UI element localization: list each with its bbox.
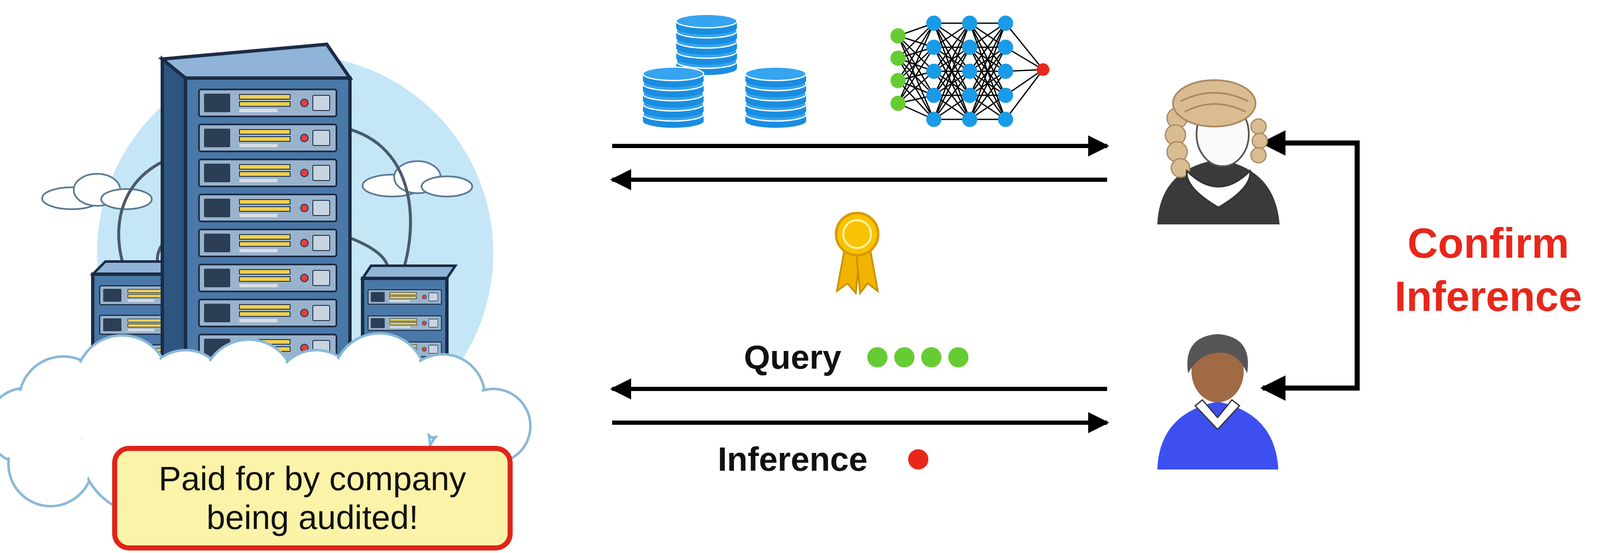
- network-neuron: [962, 87, 978, 103]
- network-neuron: [890, 28, 906, 44]
- data-dots-part: [894, 346, 915, 368]
- network-neuron: [962, 39, 978, 55]
- network-link: [969, 47, 1006, 120]
- arrows: [612, 142, 1360, 423]
- neural-network-icon: [890, 15, 1050, 127]
- arrows-part: [612, 420, 1108, 425]
- data-dots: [867, 346, 969, 470]
- network-neuron: [962, 111, 978, 127]
- callout-text: Paid for by company being audited!: [129, 459, 495, 537]
- network-neuron: [890, 72, 906, 89]
- judge-icon-part: [1250, 147, 1267, 163]
- confirm-label: Confirm Inference: [1382, 216, 1594, 323]
- network-neuron: [1036, 63, 1050, 76]
- arrows-part: [612, 177, 1108, 182]
- judge-icon-part: [1186, 170, 1251, 208]
- database-disc: [676, 14, 737, 28]
- database-disc: [642, 67, 704, 81]
- arrow-label: Query: [743, 338, 842, 376]
- main-tower-part: [198, 124, 337, 152]
- judge-icon-part: [1250, 118, 1267, 135]
- data-dots-part: [921, 346, 942, 368]
- main-tower-part: [198, 89, 337, 117]
- person-icon-part: [1187, 333, 1248, 374]
- database-icons: [642, 14, 807, 128]
- network-neuron: [997, 63, 1014, 79]
- data-dots-part: [867, 346, 888, 368]
- judge-icon-part: [1184, 104, 1246, 113]
- network-neuron: [962, 15, 978, 31]
- main-tower-part: [198, 229, 337, 257]
- network-neuron: [997, 111, 1014, 127]
- judge-icon-part: [1252, 133, 1268, 149]
- main-tower-part: [198, 299, 337, 327]
- arrows-part: [1262, 140, 1360, 146]
- network-neuron: [997, 87, 1014, 103]
- main-tower-part: [198, 264, 337, 292]
- data-dots-part: [948, 346, 969, 368]
- small-cloud-part: [421, 176, 473, 197]
- network-neuron: [926, 39, 942, 55]
- network-link: [933, 47, 970, 120]
- network-neuron: [926, 15, 942, 31]
- person-icon-part: [1157, 401, 1279, 470]
- arrows-part: [612, 386, 1108, 391]
- network-neuron: [890, 50, 906, 66]
- award-ribbon-part: [843, 220, 872, 248]
- database-disc: [745, 67, 807, 81]
- network-neuron: [962, 63, 978, 79]
- side-rack-right-part: [362, 265, 456, 279]
- judge-icon-part: [1172, 80, 1256, 127]
- server-illustration: [0, 44, 531, 540]
- side-rack-right-part: [368, 289, 442, 304]
- arrow-label: Inference: [717, 440, 868, 478]
- main-tower-part: [162, 44, 350, 78]
- network-neuron: [997, 39, 1014, 55]
- arrows-part: [612, 143, 1108, 148]
- network-neuron: [997, 15, 1014, 31]
- judge-icon-part: [1180, 92, 1248, 102]
- network-neuron: [926, 63, 942, 79]
- network-neuron: [926, 111, 942, 127]
- person-icon-part: [1195, 399, 1240, 430]
- arrows-part: [1262, 385, 1360, 391]
- cloud-puff: [10, 424, 91, 504]
- judge-icon: [1157, 80, 1280, 225]
- data-dots-part: [908, 449, 929, 470]
- side-rack-right-part: [368, 315, 442, 331]
- network-neuron: [890, 95, 906, 111]
- arrows-part: [1354, 142, 1360, 388]
- main-tower-part: [198, 159, 337, 187]
- award-ribbon: [836, 212, 879, 294]
- person-icon: [1157, 333, 1279, 470]
- main-tower-part: [198, 194, 337, 222]
- callout-box: Paid for by company being audited!: [112, 445, 513, 551]
- network-neuron: [926, 87, 942, 103]
- award-ribbon-part: [836, 212, 879, 256]
